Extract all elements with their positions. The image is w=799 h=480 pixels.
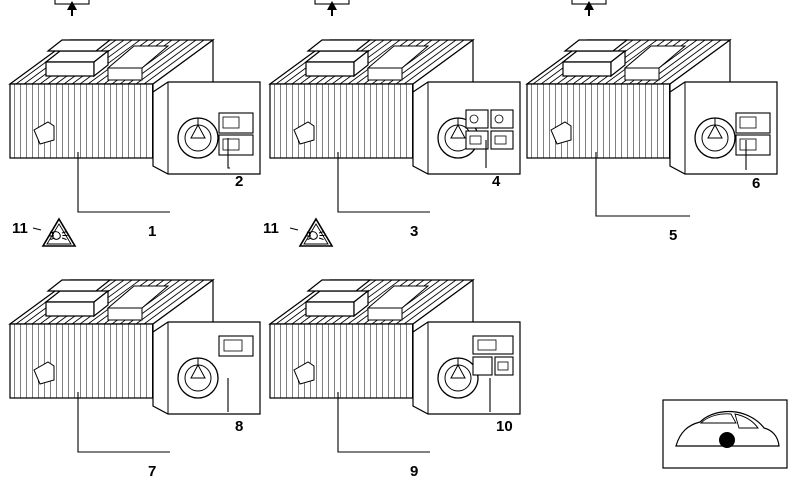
callout-1: 1 <box>148 223 157 240</box>
leader-lines-group-4 <box>77 378 229 453</box>
callout-9: 9 <box>410 463 419 480</box>
button-plate-unit-4 <box>218 335 254 357</box>
leader-lines-group-2 <box>337 140 487 213</box>
leader-lines-group-1 <box>77 138 230 213</box>
leader-lines-group-11 <box>32 227 299 231</box>
switch-unit-4 <box>9 279 261 415</box>
leader-lines-group-5 <box>337 378 491 453</box>
callout-10: 10 <box>496 418 513 435</box>
switch-unit-3 <box>526 39 778 175</box>
switch-unit-1 <box>9 39 261 175</box>
callout-3: 3 <box>410 223 419 240</box>
callout-4: 4 <box>492 173 501 190</box>
callout-11-middle: 11 <box>263 220 279 237</box>
callout-5: 5 <box>669 227 678 244</box>
callout-2: 2 <box>235 173 244 190</box>
leader-lines-group-3 <box>595 140 747 217</box>
callout-6: 6 <box>752 175 761 192</box>
callout-11-left: 11 <box>12 220 28 237</box>
switch-unit-2 <box>269 39 521 175</box>
top-arrow-marker-1 <box>54 0 90 17</box>
top-arrow-marker-3 <box>571 0 607 17</box>
warning-triangle-fog-lamp-icon-2 <box>299 218 333 247</box>
switch-unit-5 <box>269 279 521 415</box>
warning-triangle-fog-lamp-icon-1 <box>42 218 76 247</box>
top-arrow-marker-2 <box>314 0 350 17</box>
callout-8: 8 <box>235 418 244 435</box>
vehicle-silhouette-thumbnail <box>662 399 788 469</box>
callout-7: 7 <box>148 463 157 480</box>
